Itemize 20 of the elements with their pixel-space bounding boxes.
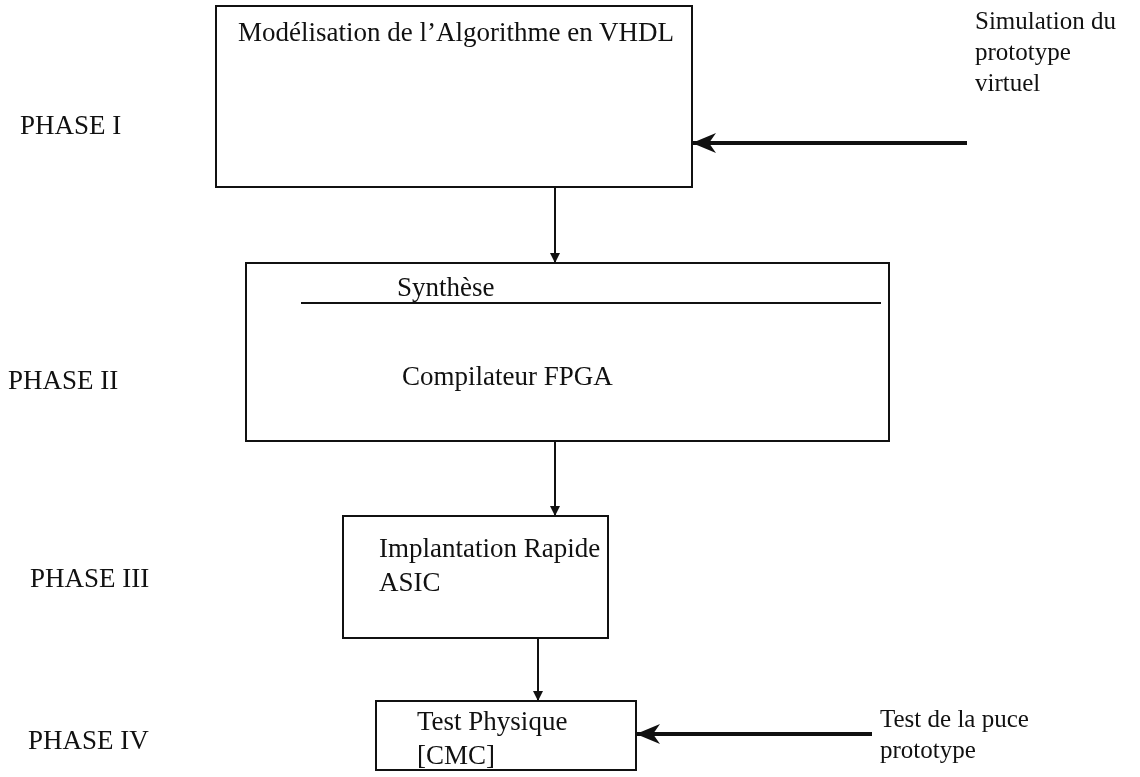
process-box [215, 5, 693, 188]
box-title: Implantation Rapide ASIC [379, 532, 602, 599]
arrow [636, 724, 872, 744]
phase-label: PHASE II [8, 365, 119, 396]
box-title: Synthèse [397, 271, 496, 304]
process-box [375, 700, 637, 771]
arrow [550, 187, 560, 263]
annotation-text: Test de la puce prototype [880, 704, 1030, 765]
box-text: Compilateur FPGA [402, 360, 614, 393]
arrow [692, 133, 967, 153]
arrow [550, 441, 560, 516]
arrow [533, 638, 543, 701]
box-title: Modélisation de l’Algorithme en VHDL [237, 16, 675, 49]
process-box [342, 515, 609, 639]
phase-label: PHASE I [20, 110, 122, 141]
phase-label: PHASE III [30, 563, 150, 594]
box-title: Test Physique [CMC] [417, 705, 569, 772]
annotation-text: Simulation du prototype virtuel [975, 6, 1117, 98]
phase-label: PHASE IV [28, 725, 149, 756]
process-box [245, 262, 890, 442]
